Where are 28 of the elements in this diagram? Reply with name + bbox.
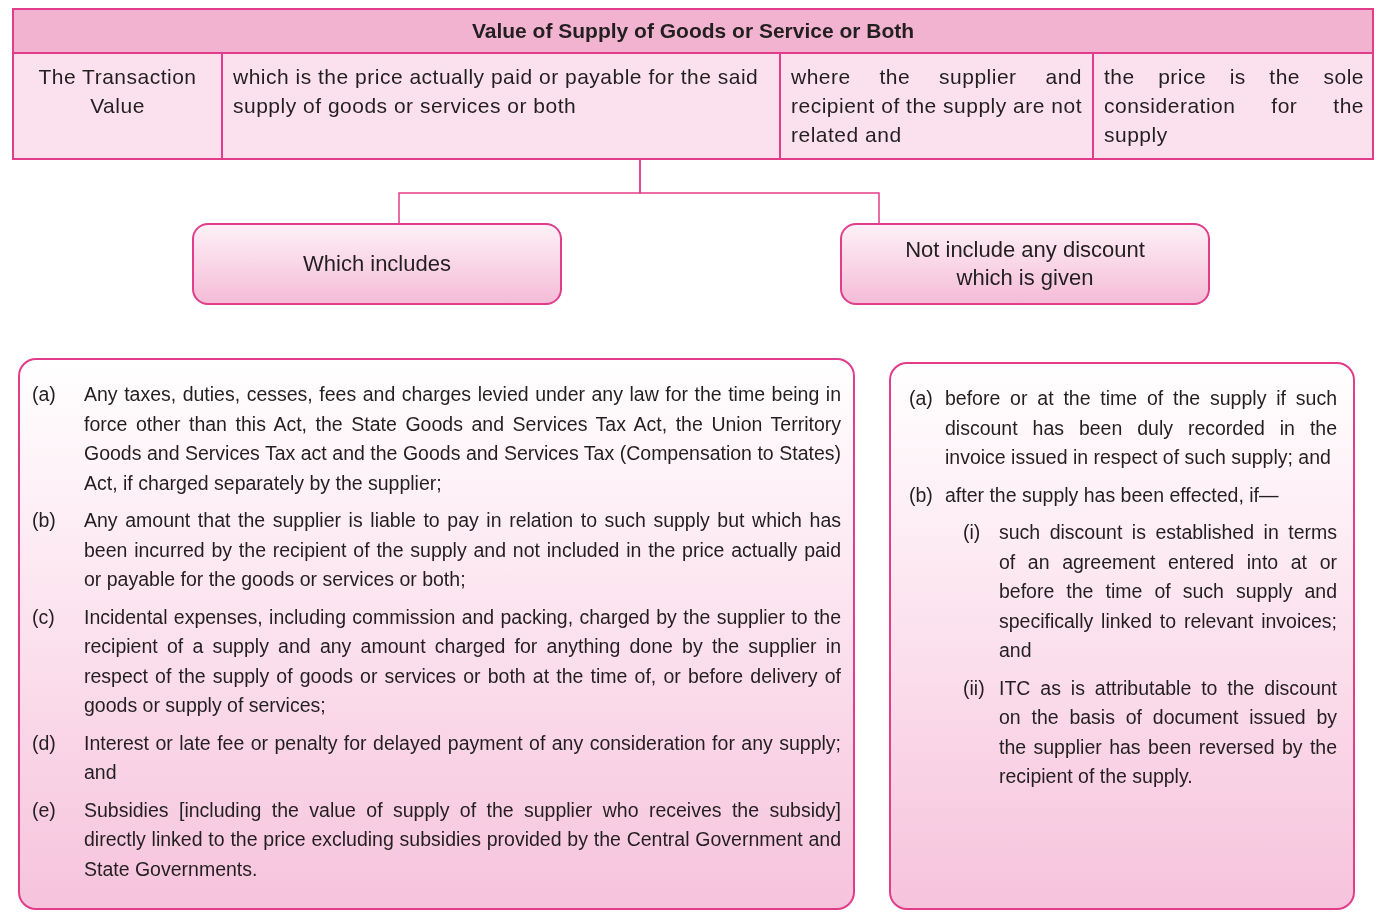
list-item-text: Subsidies [including the value of supply of the supplier who receives the subsidy] directly linked to the price excluding subsidies provided by the Central Government and State Governments. — [84, 797, 841, 882]
item-marker: (i) — [962, 520, 982, 545]
list-item-text: after the supply has been effected, if— — [945, 482, 1279, 508]
table-cell: the price is the sole consideration for the supply — [1092, 54, 1374, 158]
list-item-text: ITC as is attributable to the discount on the basis of document issued by the supplier has been reversed by the recipient of the supply. — [999, 675, 1337, 789]
list-item-text: such discount is established in terms of an agreement entered into at or before the time of such supply and specifically linked to relevant invoices; and — [999, 520, 1337, 663]
list-item-text: Any taxes, duties, cesses, fees and charges levied under any law for the time being in force other than this Act, the State Goods and Services Tax Act, the Union Territory Goods and Services Tax act and the Goods and Services Tax (Compensation to States) Act, if charged separately by the supplier; — [84, 382, 841, 496]
table-cell: where the supplier and recipient of the supply are not related and — [779, 54, 1092, 158]
table-cell: The Transaction Value — [14, 54, 221, 158]
table-frame — [12, 8, 1374, 160]
list-panel — [889, 362, 1355, 910]
item-marker: (d) — [31, 730, 57, 756]
item-marker: (a) — [908, 386, 934, 411]
rounded-box: Which includes — [192, 223, 562, 305]
item-marker: (a) — [31, 382, 57, 407]
connector-line — [639, 159, 880, 224]
item-marker: (c) — [31, 604, 56, 630]
list-item-text: Any amount that the supplier is liable to pay in relation to such supply but which has been incurred by the recipient of the supply and not included in the price actually paid or payable for the goods or services or both; — [84, 508, 841, 592]
list-item-text: Incidental expenses, including commission and packing, charged by the supplier to the recipient of a supply and any amount charged for anything done by the supplier in respect of the supply of goods or services or both at the time of, or before delivery of goods or supply of services; — [84, 604, 841, 718]
item-marker: (e) — [31, 797, 57, 823]
list-item-text: Interest or late fee or penalty for delayed payment of any consideration for any supply; and — [84, 730, 841, 785]
table-header: Value of Supply of Goods or Service or Both — [14, 10, 1372, 54]
table-cell: which is the price actually paid or payable for the said supply of goods or services or both — [221, 54, 779, 158]
rounded-box: Not include any discount which is given — [840, 223, 1210, 305]
item-marker: (b) — [908, 482, 934, 508]
item-marker: (b) — [31, 508, 57, 533]
list-panel — [18, 358, 855, 910]
item-marker: (ii) — [962, 675, 986, 701]
